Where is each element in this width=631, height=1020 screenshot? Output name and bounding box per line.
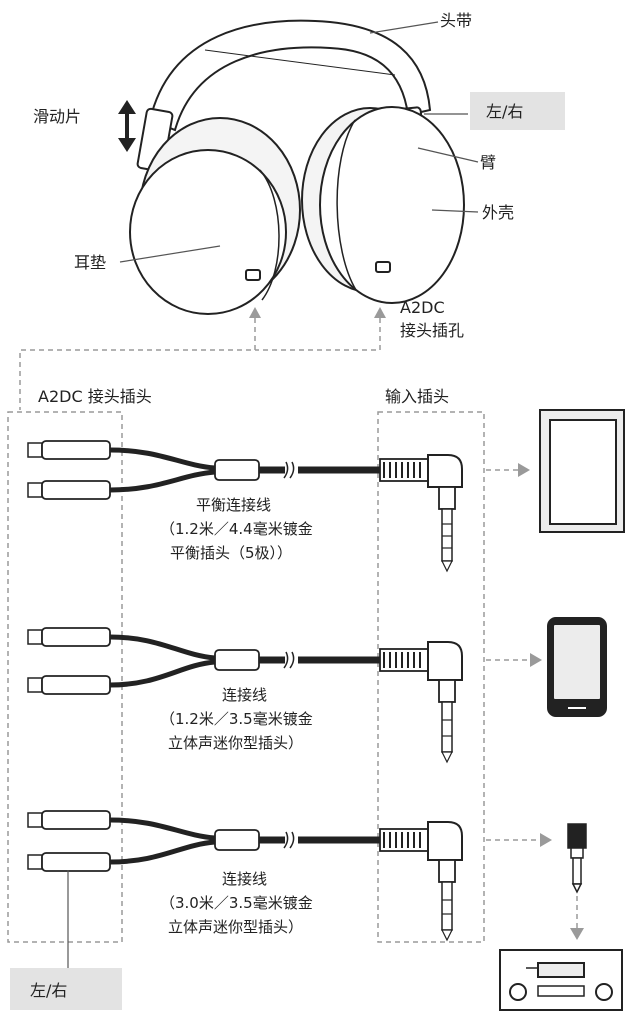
jack-arrow-left bbox=[249, 307, 261, 318]
label-headband: 头带 bbox=[440, 11, 472, 30]
label-shell: 外壳 bbox=[482, 203, 514, 222]
headband bbox=[148, 19, 432, 132]
jack-dashed-connectors bbox=[19, 318, 381, 410]
label-lr-bottom: 左/右 bbox=[30, 981, 67, 1000]
cable-standard-long-label-1: 连接线 bbox=[222, 870, 267, 888]
label-a2dc-jack-1: A2DC bbox=[400, 298, 445, 317]
cable-standard-short-label-1: 连接线 bbox=[222, 686, 267, 704]
a2dc-jack-right bbox=[375, 261, 391, 273]
label-lr-top: 左/右 bbox=[486, 102, 523, 121]
smartphone-icon bbox=[547, 617, 607, 717]
cable-balanced-label-2: （1.2米／4.4毫米镀金 bbox=[160, 520, 313, 538]
arrow-to-player bbox=[518, 463, 530, 477]
label-lr-bottom-box bbox=[10, 968, 122, 1010]
header-a2dc-plug: A2DC 接头插头 bbox=[38, 387, 152, 406]
cable-standard-short bbox=[27, 627, 463, 764]
arrow-to-phone bbox=[530, 653, 542, 667]
cable-standard-long-label-2: （3.0米／3.5毫米镀金 bbox=[160, 894, 313, 912]
slider-arrow-icon bbox=[118, 100, 136, 152]
label-lr-top-box bbox=[470, 92, 565, 130]
cable-standard-short-label-2: （1.2米／3.5毫米镀金 bbox=[160, 710, 313, 728]
cable-balanced-label-3: 平衡插头（5极）） bbox=[170, 544, 292, 562]
jack-arrow-right bbox=[374, 307, 386, 318]
input-plug-group-box bbox=[377, 411, 485, 943]
amplifier-icon bbox=[499, 949, 623, 1011]
a2dc-jack-left bbox=[245, 269, 261, 281]
a2dc-plug-group-box bbox=[7, 411, 123, 943]
portable-player-icon bbox=[539, 409, 625, 533]
plug-adapter-icon bbox=[567, 823, 587, 894]
arrow-to-adapter bbox=[540, 833, 552, 847]
cable-balanced bbox=[27, 440, 463, 573]
label-slider: 滑动片 bbox=[33, 107, 81, 126]
headphone-illustration bbox=[129, 19, 465, 315]
label-arm: 臂 bbox=[480, 153, 496, 172]
cable-standard-long bbox=[27, 810, 463, 942]
cable-standard-long-label-3: 立体声迷你型插头） bbox=[168, 918, 303, 936]
header-input-plug: 输入插头 bbox=[385, 387, 449, 406]
arrow-to-amplifier bbox=[570, 928, 584, 940]
cable-balanced-label-1: 平衡连接线 bbox=[196, 496, 271, 514]
label-earpad: 耳垫 bbox=[74, 253, 106, 272]
cable-standard-short-label-3: 立体声迷你型插头） bbox=[168, 734, 303, 752]
earcup-right-shell bbox=[319, 106, 465, 304]
label-a2dc-jack-2: 接头插孔 bbox=[400, 321, 464, 340]
leader-lines bbox=[119, 21, 479, 263]
